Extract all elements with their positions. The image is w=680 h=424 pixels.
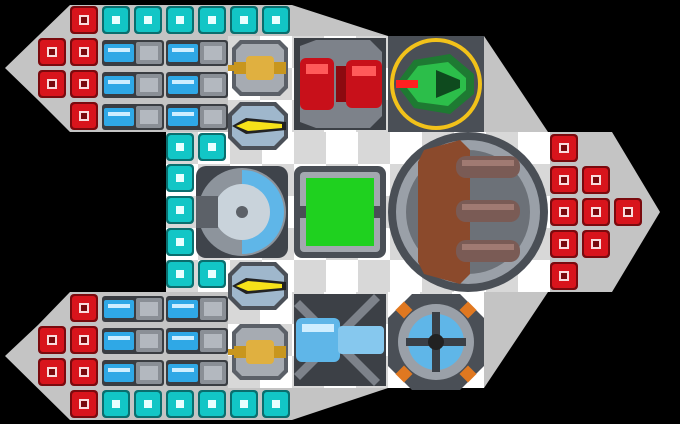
grid-cell [358,260,390,292]
energy-cell-icon[interactable] [166,228,194,256]
thruster-icon[interactable] [102,296,164,322]
energy-cell-icon[interactable] [134,6,162,34]
armor-plate-icon[interactable] [582,166,610,194]
armor-plate-icon[interactable] [38,326,66,354]
energy-cell-icon[interactable] [166,6,194,34]
thruster-icon[interactable] [102,328,164,354]
armor-plate-icon[interactable] [70,358,98,386]
dome-icon[interactable] [196,166,288,258]
armor-plate-icon[interactable] [550,262,578,290]
armor-plate-icon[interactable] [38,358,66,386]
gun-icon[interactable] [228,40,288,96]
thruster-icon[interactable] [166,328,228,354]
armor-plate-icon[interactable] [550,166,578,194]
energy-cell-icon[interactable] [230,390,258,418]
energy-cell-icon[interactable] [166,164,194,192]
energy-cell-icon[interactable] [166,196,194,224]
thruster-icon[interactable] [166,40,228,66]
thruster-icon[interactable] [102,72,164,98]
armor-plate-icon[interactable] [582,198,610,226]
armor-plate-icon[interactable] [70,294,98,322]
energy-cell-icon[interactable] [134,390,162,418]
armor-plate-icon[interactable] [582,230,610,258]
hangar-icon[interactable] [388,132,548,292]
energy-cell-icon[interactable] [262,390,290,418]
grid-cell [358,132,390,164]
thruster-icon[interactable] [166,72,228,98]
energy-cell-icon[interactable] [230,6,258,34]
thruster-icon[interactable] [166,104,228,130]
energy-cell-icon[interactable] [198,6,226,34]
gun-icon[interactable] [228,324,288,380]
laser-icon[interactable] [228,262,288,310]
grid-cell [294,260,326,292]
armor-plate-icon[interactable] [614,198,642,226]
thruster-icon[interactable] [166,360,228,386]
cockpit-icon[interactable] [388,36,484,132]
laser-icon[interactable] [228,102,288,150]
thruster-icon[interactable] [102,40,164,66]
grid-cell [326,260,358,292]
drill-icon[interactable] [388,294,484,390]
reactor-icon[interactable] [294,166,386,258]
armor-plate-icon[interactable] [550,198,578,226]
energy-cell-icon[interactable] [198,260,226,288]
grid-cell [326,132,358,164]
armor-plate-icon[interactable] [70,390,98,418]
armor-plate-icon[interactable] [70,326,98,354]
energy-cell-icon[interactable] [166,390,194,418]
armor-plate-icon[interactable] [550,230,578,258]
armor-plate-icon[interactable] [550,134,578,162]
armor-plate-icon[interactable] [70,6,98,34]
energy-cell-icon[interactable] [102,390,130,418]
energy-cell-icon[interactable] [198,390,226,418]
energy-cell-icon[interactable] [166,260,194,288]
thruster-icon[interactable] [102,360,164,386]
energy-cell-icon[interactable] [262,6,290,34]
armor-plate-icon[interactable] [38,38,66,66]
thruster-icon[interactable] [166,296,228,322]
energy-cell-icon[interactable] [166,133,194,161]
energy-cell-icon[interactable] [102,6,130,34]
armor-plate-icon[interactable] [70,70,98,98]
grid-cell [294,132,326,164]
armor-plate-icon[interactable] [38,70,66,98]
thruster-icon[interactable] [102,104,164,130]
energy-cell-icon[interactable] [198,133,226,161]
cannon-icon[interactable] [294,38,386,130]
armor-plate-icon[interactable] [70,102,98,130]
armor-plate-icon[interactable] [70,38,98,66]
cryo-icon[interactable] [294,294,386,386]
